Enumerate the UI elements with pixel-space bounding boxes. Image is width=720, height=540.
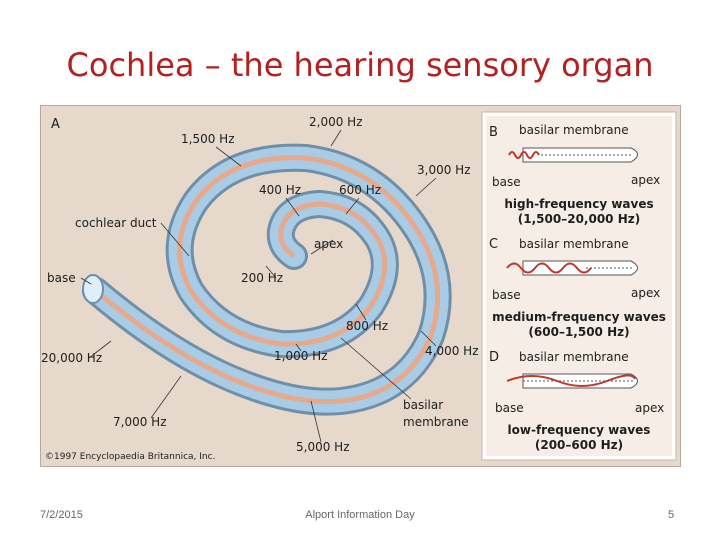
inset-c-caption2: (600–1,500 Hz): [528, 325, 629, 339]
inset-d-caption1: low-frequency waves: [508, 423, 651, 437]
inset-b-caption1: high-frequency waves: [504, 197, 653, 211]
leader-lines: [80, 129, 437, 443]
label-base: base: [47, 271, 76, 285]
inset-d-apex: apex: [635, 401, 664, 415]
copyright-notice: ©1997 Encyclopaedia Britannica, Inc.: [45, 452, 215, 462]
label-400hz: 400 Hz: [259, 183, 301, 197]
label-1000hz: 1,000 Hz: [274, 349, 328, 363]
panel-d-label: D: [489, 350, 499, 365]
inset-c-wave: [506, 262, 592, 274]
footer-page-number: 5: [668, 509, 675, 521]
panel-b-label: B: [489, 125, 498, 140]
inset-c-membrane: basilar membrane: [519, 237, 629, 251]
label-600hz: 600 Hz: [339, 183, 381, 197]
label-5000hz: 5,000 Hz: [296, 440, 350, 454]
inset-c-apex: apex: [631, 286, 660, 300]
inset-d-membrane: basilar membrane: [519, 350, 629, 364]
inset-b-apex: apex: [631, 173, 660, 187]
label-membrane: membrane: [403, 415, 469, 429]
panel-c-label: C: [489, 237, 498, 252]
label-1500hz: 1,500 Hz: [181, 132, 235, 146]
inset-background: [486, 116, 672, 456]
inset-b-wave: [508, 151, 540, 159]
inset-b: basilar membrane base apex high-frequenc…: [492, 123, 660, 226]
label-200hz: 200 Hz: [241, 271, 283, 285]
inset-c: basilar membrane base apex medium-freque…: [492, 237, 666, 339]
inset-b-base: base: [492, 175, 521, 189]
inset-d-wave: [506, 374, 636, 387]
label-800hz: 800 Hz: [346, 319, 388, 333]
footer-center: Alport Information Day: [305, 509, 415, 521]
inset-b-membrane: basilar membrane: [519, 123, 629, 137]
label-cochlear-duct: cochlear duct: [75, 216, 157, 230]
inset-c-base: base: [492, 288, 521, 302]
inset-b-membrane-shape: [522, 147, 638, 163]
label-20000hz: 20,000 Hz: [41, 351, 102, 365]
label-7000hz: 7,000 Hz: [113, 415, 167, 429]
inset-d-caption2: (200–600 Hz): [535, 438, 623, 452]
slide-title: Cochlea – the hearing sensory organ: [66, 46, 654, 84]
panel-a-label: A: [51, 117, 60, 132]
inset-d: basilar membrane base apex low-frequency…: [495, 350, 664, 452]
label-basilar: basilar: [403, 398, 443, 412]
label-4000hz: 4,000 Hz: [425, 344, 479, 358]
cochlea-figure: A B C D 2,000 Hz 1,500 Hz 3,000 Hz 400 H…: [40, 105, 681, 467]
cochlea-spiral: [82, 143, 452, 416]
duct-opening: [82, 274, 104, 304]
cochlea-diagram: A B C D 2,000 Hz 1,500 Hz 3,000 Hz 400 H…: [41, 111, 677, 462]
inset-d-base: base: [495, 401, 524, 415]
footer-date: 7/2/2015: [40, 509, 83, 521]
inset-b-caption2: (1,500–20,000 Hz): [518, 212, 640, 226]
inset-c-caption1: medium-frequency waves: [492, 310, 666, 324]
label-3000hz: 3,000 Hz: [417, 163, 471, 177]
label-2000hz: 2,000 Hz: [309, 115, 363, 129]
